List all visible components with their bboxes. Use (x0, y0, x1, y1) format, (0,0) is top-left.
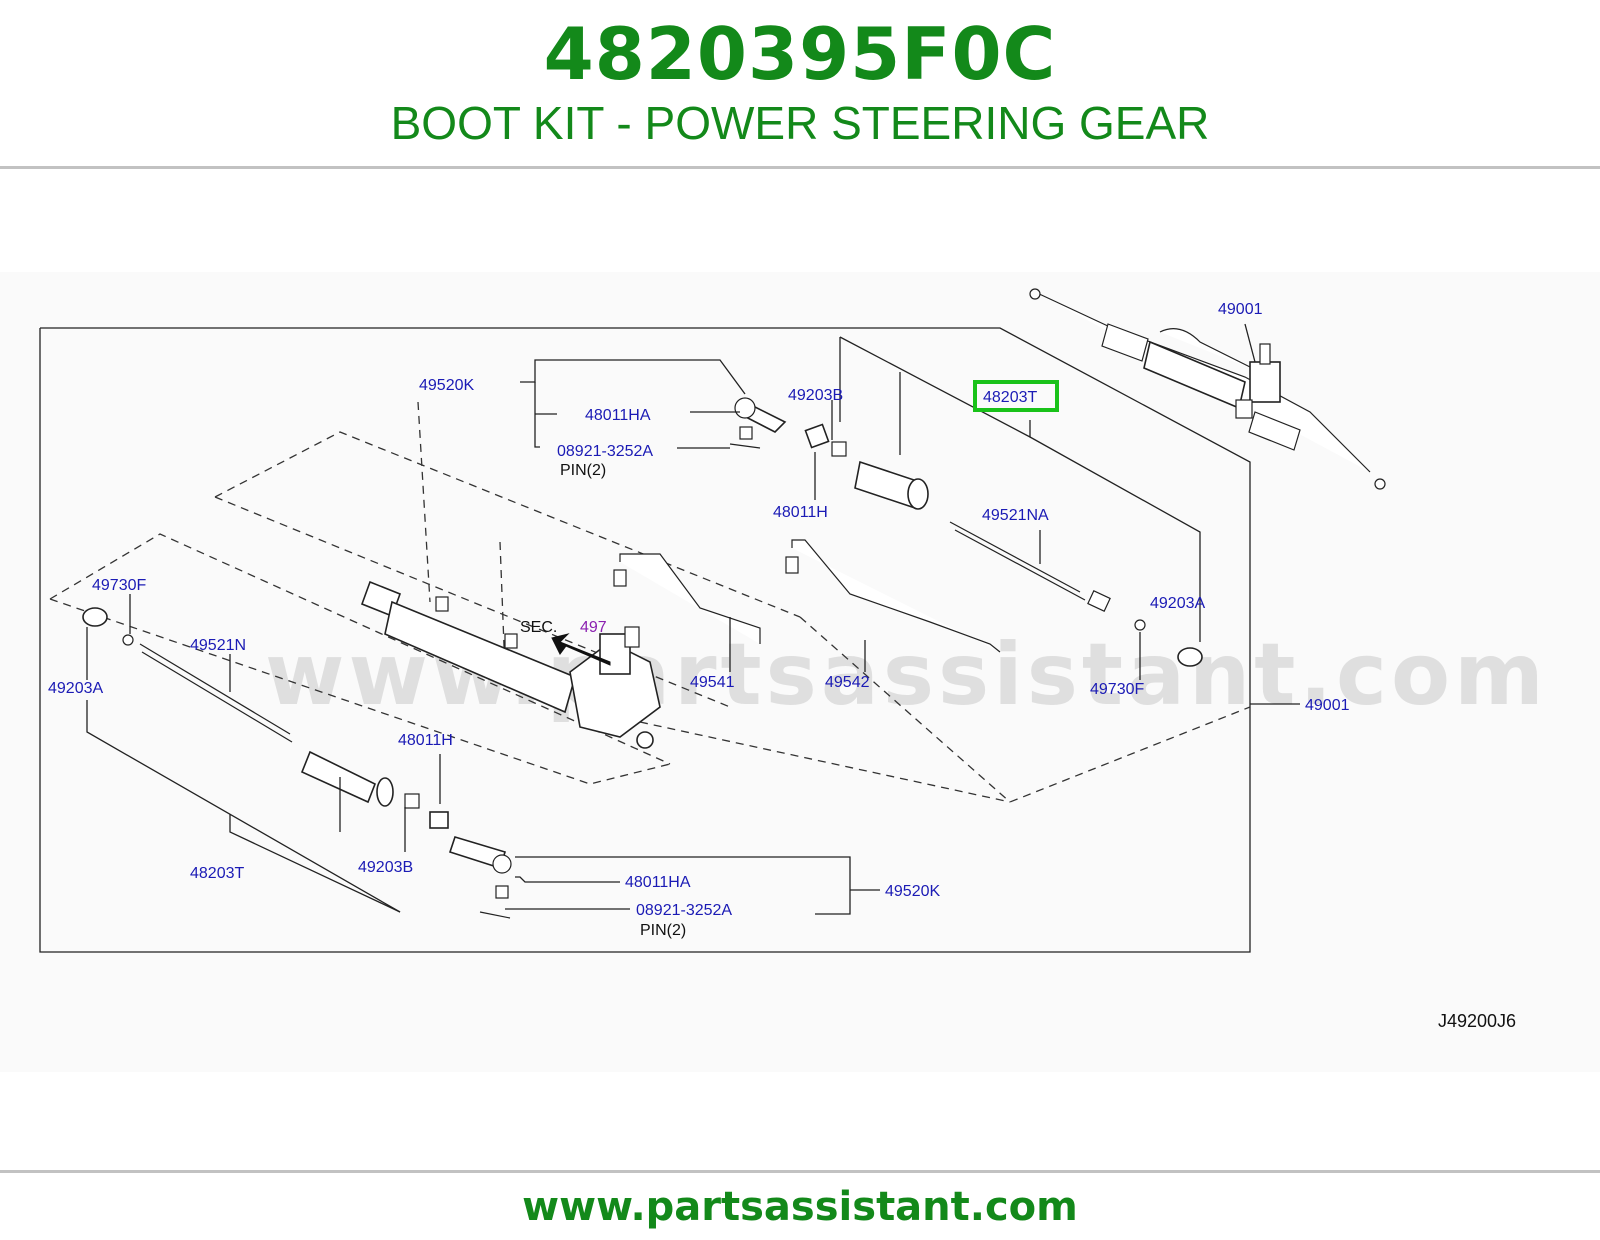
part-number-title: 4820395F0C (543, 12, 1057, 96)
section-reference-label: SEC. (520, 619, 557, 636)
callout-48011ha-top[interactable]: 48011HA (585, 407, 651, 424)
callout-49520k-bottom[interactable]: 49520K (885, 883, 940, 900)
callout-48203t-bottom[interactable]: 48203T (190, 865, 244, 882)
upper-tie-rod-components (729, 397, 929, 510)
highlight-box (973, 380, 1059, 412)
complete-gear-assembly-thumbnail (1029, 288, 1386, 490)
callout-49001-right[interactable]: 49001 (1305, 697, 1350, 714)
pin-note-top: PIN(2) (560, 462, 606, 479)
section-reference-number[interactable]: 497 (580, 619, 607, 636)
callout-49521na[interactable]: 49521NA (982, 507, 1049, 524)
callout-49001-top[interactable]: 49001 (1218, 301, 1263, 318)
right-inner-tie-rod (949, 521, 1203, 667)
section-arrow-icon (551, 633, 611, 666)
footer-website-link[interactable]: www.partsassistant.com (522, 1184, 1078, 1230)
callout-08921-3252a-top[interactable]: 08921-3252A (557, 443, 653, 460)
callout-49203a-right[interactable]: 49203A (1150, 595, 1205, 612)
pin-note-bottom: PIN(2) (640, 922, 686, 939)
header-divider (0, 166, 1600, 169)
callout-49203b-top[interactable]: 49203B (788, 387, 843, 404)
callout-48011ha-bottom[interactable]: 48011HA (625, 874, 691, 891)
parts-diagram: www.partsassistant.com (39, 288, 1544, 1031)
callout-49542[interactable]: 49542 (825, 674, 870, 691)
left-inner-tie-rod-and-boot (82, 607, 512, 919)
part-description-subtitle: BOOT KIT - POWER STEERING GEAR (390, 97, 1210, 149)
callout-49203b-bottom[interactable]: 49203B (358, 859, 413, 876)
callout-49521n[interactable]: 49521N (190, 637, 246, 654)
callout-08921-3252a-bottom[interactable]: 08921-3252A (636, 902, 732, 919)
callout-49730f-left[interactable]: 49730F (92, 577, 146, 594)
steering-gear-housing (360, 580, 661, 749)
parts-diagram-panel: www.partsassistant.com (0, 272, 1600, 1072)
callout-49730f-right[interactable]: 49730F (1090, 681, 1144, 698)
footer-divider (0, 1170, 1600, 1173)
callout-48203t-highlighted[interactable]: 48203T (983, 389, 1037, 406)
callout-48011h-top[interactable]: 48011H (773, 504, 828, 521)
leader-lines (86, 323, 1300, 915)
callout-49520k-top[interactable]: 49520K (419, 377, 474, 394)
callout-48011h-bottom[interactable]: 48011H (398, 732, 453, 749)
diagram-reference-code: J49200J6 (1438, 1011, 1516, 1031)
callout-49541[interactable]: 49541 (690, 674, 735, 691)
callout-49203a-left[interactable]: 49203A (48, 680, 103, 697)
hydraulic-lines (613, 539, 1001, 653)
